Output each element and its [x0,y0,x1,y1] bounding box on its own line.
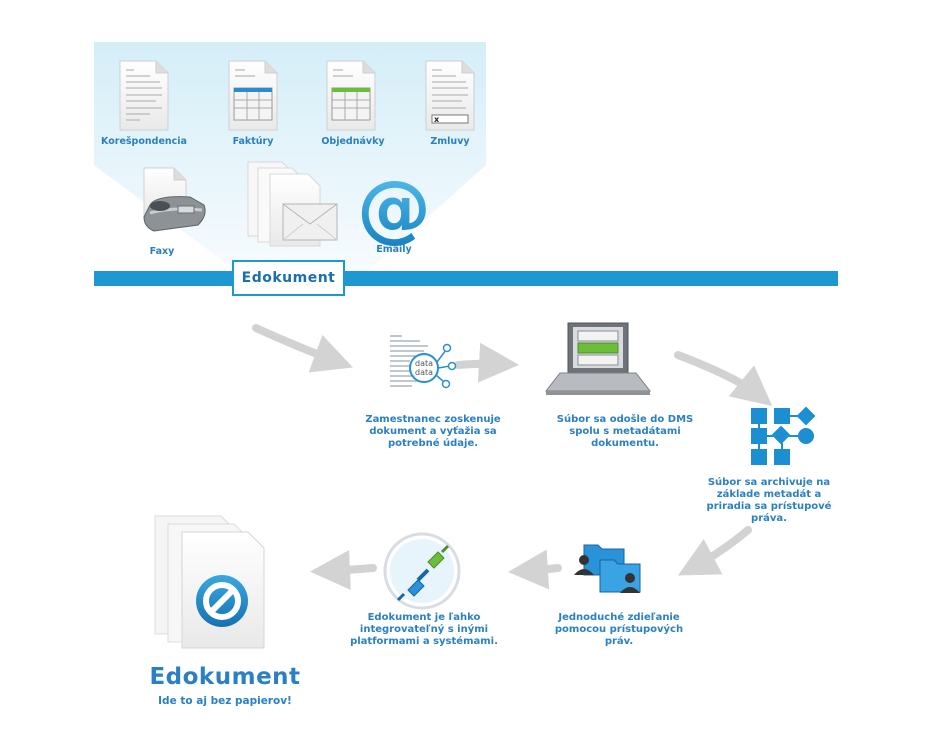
no-paper-icon [154,515,265,649]
data-extraction-icon: data data [390,335,457,389]
step-5-text: Edokument je ľahko integrovateľný s iným… [350,612,498,647]
step-1-text: Zamestnanec zoskenuje dokument a vyťažia… [365,414,501,449]
step-4-text: Jednoduché zdieľanie pomocou prístupovýc… [554,612,684,647]
correspondence-doc-icon [119,60,169,131]
edokument-box: Edokument [232,260,345,296]
label-objednavky: Objednávky [321,136,385,147]
workflow-icon [751,406,816,465]
label-korespondencia: Korešpondencia [101,136,187,147]
label-faxy: Faxy [149,246,175,257]
email-at-icon: @ [357,165,431,251]
contracts-doc-icon: x [425,60,475,131]
flow-arrows [252,324,773,590]
step-2-text: Súbor sa odošle do DMS spolu s metadátam… [556,414,694,449]
envelope-icon [247,161,338,247]
shared-folders-icon [574,544,641,593]
data-label-1: data [415,359,433,368]
integration-plug-icon [383,532,461,610]
final-slogan: Ide to aj bez papierov! [158,695,292,707]
data-label-2: data [415,368,433,377]
svg-text:@: @ [357,165,431,251]
final-title: Edokument [149,664,301,690]
svg-text:x: x [434,115,440,124]
orders-doc-icon [326,60,376,131]
label-faktury: Faktúry [232,136,274,147]
label-zmluvy: Zmluvy [430,136,470,147]
invoices-doc-icon [228,60,278,131]
step-3-text: Súbor sa archivuje na základe metadát a … [706,477,832,524]
fax-icon [143,167,206,232]
flow-bar [94,271,838,286]
label-emaily: Emaily [376,244,412,255]
laptop-dms-icon [544,322,652,395]
